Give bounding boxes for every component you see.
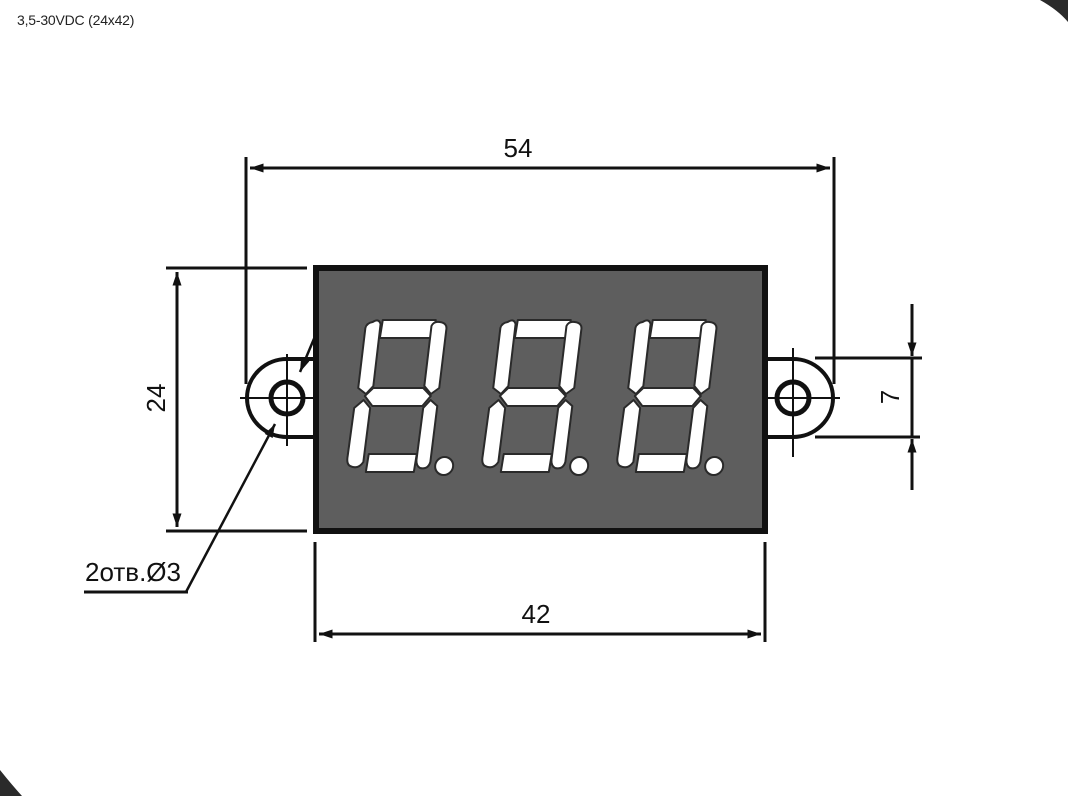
drawing-caption: 3,5-30VDC (24x42) (17, 12, 135, 28)
body-width-label: 42 (522, 599, 551, 629)
overall-width-dimension: 54 (244, 133, 836, 384)
body-height-dimension: 24 (141, 266, 307, 533)
overall-width-label: 54 (504, 133, 533, 163)
hole-note-label: 2отв.Ø3 (85, 557, 181, 587)
body-height-label: 24 (141, 384, 171, 413)
frame-corner-top-right (1040, 0, 1068, 22)
tab-height-dimension: 7 (815, 304, 922, 490)
body-width-dimension: 42 (313, 542, 767, 642)
hole-callout: 2отв.Ø3 (84, 333, 318, 594)
tab-height-label: 7 (875, 390, 905, 404)
frame-corner-bottom-left (0, 770, 22, 796)
left-mounting-tab (240, 354, 338, 446)
